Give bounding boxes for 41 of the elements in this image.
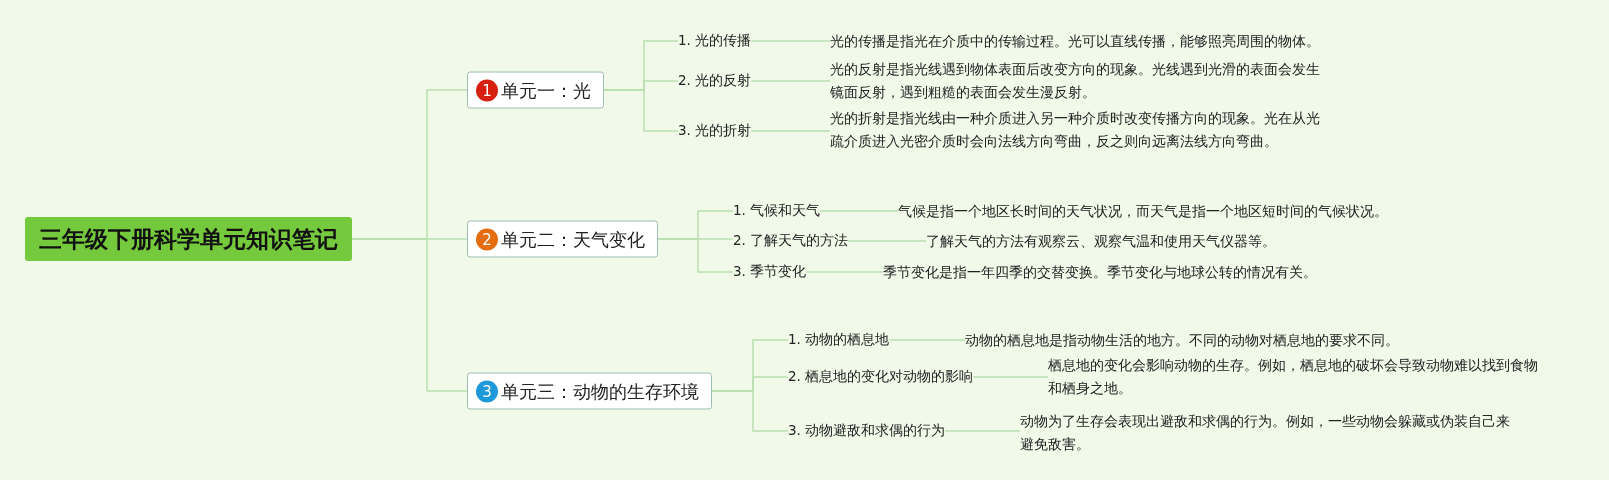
subtopic-text: 2. 栖息地的变化对动物的影响 (788, 366, 974, 388)
description-text: 光的折射是指光线由一种介质进入另一种介质时改变传播方向的现象。光在从光疏介质进入光密介质时会向法线方向弯曲，反之则向远离法线方向弯曲。 (830, 107, 1326, 153)
connector-line (944, 430, 1021, 432)
description-text: 气候是指一个地区长时间的天气状况，而天气是指一个地区短时间的气候状况。 (898, 199, 1388, 223)
connector-line (750, 130, 831, 132)
topic-label: 单元三：动物的生存环境 (501, 379, 699, 403)
description-text: 栖息地的变化会影响动物的生存。例如，栖息地的破坏会导致动物难以找到食物和栖身之地。 (1048, 354, 1544, 400)
description-text: 光的传播是指光在介质中的传输过程。光可以直线传播，能够照亮周围的物体。 (830, 29, 1320, 53)
description-text: 季节变化是指一年四季的交替变换。季节变化与地球公转的情况有关。 (883, 260, 1317, 284)
subtopic-text: 1. 光的传播 (678, 30, 752, 52)
subtopic-text: 3. 动物避敌和求偶的行为 (788, 420, 946, 442)
connector-line (805, 271, 884, 273)
root-topic-box: 三年级下册科学单元知识笔记 (25, 217, 352, 261)
description-text: 光的反射是指光线遇到物体表面后改变方向的现象。光线遇到光滑的表面会发生镜面反射，遇到粗糙的表面会发生漫反射。 (830, 58, 1326, 104)
number-badge: 3 (476, 380, 498, 402)
connector-line (603, 89, 679, 132)
subtopic-text: 1. 气候和天气 (733, 200, 821, 222)
connector-line (972, 376, 1049, 378)
subtopic-text: 3. 光的折射 (678, 120, 752, 142)
description-text: 动物的栖息地是指动物生活的地方。不同的动物对栖息地的要求不同。 (965, 328, 1399, 352)
topic-label: 单元一：光 (501, 78, 591, 102)
subtopic-text: 1. 动物的栖息地 (788, 329, 890, 351)
connector-line (819, 210, 899, 212)
topic-box (467, 220, 658, 258)
subtopic-text: 2. 了解天气的方法 (733, 230, 849, 252)
number-badge: 1 (476, 79, 498, 101)
number-badge: 2 (476, 228, 498, 250)
connector-line (847, 240, 927, 242)
connector-line (888, 339, 966, 341)
description-text: 动物为了生存会表现出避敌和求偶的行为。例如，一些动物会躲藏或伪装自己来避免敌害。 (1020, 410, 1516, 456)
subtopic-text: 3. 季节变化 (733, 261, 807, 283)
description-text: 了解天气的方法有观察云、观察气温和使用天气仪器等。 (926, 229, 1276, 253)
connector-line (711, 390, 789, 432)
connector-line (750, 40, 831, 42)
connector-line (657, 238, 734, 273)
subtopic-text: 2. 光的反射 (678, 70, 752, 92)
topic-box (467, 71, 604, 109)
topic-box (467, 372, 712, 410)
topic-label: 单元二：天气变化 (501, 227, 645, 251)
connector-line (750, 80, 831, 82)
connector-line (351, 238, 468, 392)
